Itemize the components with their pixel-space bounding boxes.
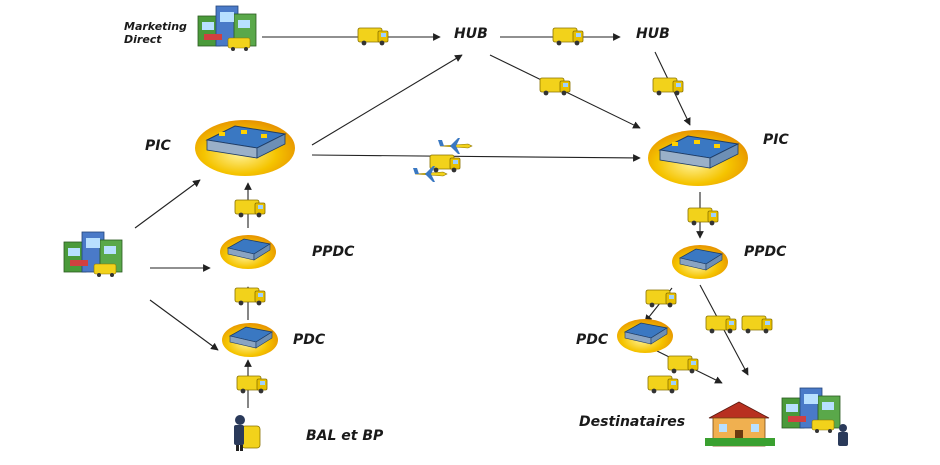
truck-icon [667,355,699,374]
pic-right-plant [647,129,749,187]
truck-icon [645,289,677,308]
truck-icon [236,375,268,394]
flow-arrows [134,33,749,408]
pdc-right-plant [616,318,674,354]
destinataires-label: Destinataires [579,414,686,430]
mailbox-postman-icon [234,415,261,451]
marketing-direct-building [197,5,257,52]
truck-icon [647,375,679,394]
arrow-offices-to-pic-left [134,179,201,229]
pic-right-label: PIC [763,132,789,148]
airplane-icon [437,137,473,155]
truck-icon [429,154,461,173]
bal-bp-label: BAL et BP [306,428,384,444]
pdc-right-label: PDC [576,332,609,348]
truck-icon [357,27,389,46]
marketing-label-line2: Direct [124,33,162,46]
truck-icon [652,77,684,96]
ppdc-right-label: PPDC [744,244,787,260]
pic-left-plant [194,119,296,177]
arrow-pic-left-to-pic-right [311,154,641,162]
truck-icon [687,207,719,226]
ppdc-left-plant [219,234,277,270]
ppdc-left-label: PPDC [312,244,355,260]
arrow-pic-left-to-hub1 [311,54,463,146]
marketing-direct-label: Marketing Direct [124,20,187,46]
sender-offices-building [63,231,123,278]
hub-2-label: HUB [636,26,670,42]
hub-1-label: HUB [454,26,488,42]
arrow-offices-to-pdc-left [149,299,219,351]
pdc-left-label: PDC [293,332,326,348]
postman-right-icon [838,424,848,446]
truck-icon [552,27,584,46]
truck-icon [234,287,266,306]
destinataires-houses [705,401,775,447]
recipient-offices-building [781,387,841,434]
pic-left-label: PIC [145,138,171,154]
marketing-label-line1: Marketing [124,20,187,33]
truck-icon [741,315,773,334]
truck-icon [539,77,571,96]
truck-icon [705,315,737,334]
truck-icon [234,199,266,218]
pdc-left-plant [221,322,279,358]
ppdc-right-plant [671,244,729,280]
